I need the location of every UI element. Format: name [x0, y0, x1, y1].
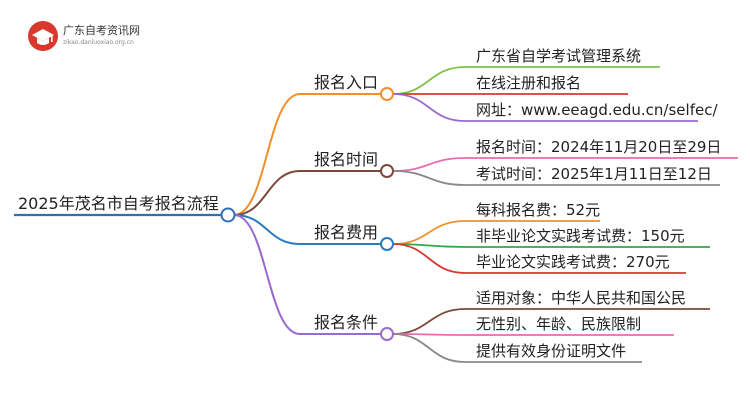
logo-subtitle: zikao.danluoxiao.org.cn: [63, 39, 134, 46]
leaf-connector: [392, 220, 466, 245]
leaf-connector: [392, 93, 466, 122]
leaf-label: 提供有效身份证明文件: [476, 342, 626, 360]
leaf-label: 考试时间：2025年1月11日至12日: [476, 165, 712, 183]
leaf-label: 报名时间：2024年11月20日至29日: [476, 138, 721, 156]
graduation-cap-icon: [28, 21, 58, 51]
leaf-connector: [392, 333, 466, 363]
branch-node: [380, 87, 394, 101]
leaf-connector: [392, 66, 466, 95]
leaf-connector: [392, 170, 466, 186]
leaf-label: 非毕业论文实践考试费：150元: [476, 227, 685, 245]
leaf-label: 适用对象：中华人民共和国公民: [476, 289, 686, 307]
logo-title: 广东自考资讯网: [63, 24, 140, 37]
leaf-connector: [392, 308, 466, 335]
branch-node: [380, 327, 394, 341]
branch-label: 报名条件: [314, 313, 378, 332]
branch-connector: [233, 93, 301, 216]
leaf-label: 网址：www.eeagd.edu.cn/selfec/: [476, 101, 718, 119]
branch-label: 报名时间: [314, 150, 378, 169]
branch-connector: [233, 214, 301, 335]
leaf-label: 毕业论文实践考试费：270元: [476, 253, 670, 271]
branch-label: 报名入口: [314, 73, 378, 92]
leaf-label: 每科报名费：52元: [476, 201, 600, 219]
branch-node: [380, 237, 394, 251]
root-label: 2025年茂名市自考报名流程: [18, 194, 219, 213]
leaf-label: 无性别、年龄、民族限制: [476, 315, 641, 333]
branch-connector: [233, 170, 301, 216]
branch-connector: [233, 214, 301, 245]
branch-node: [380, 164, 394, 178]
leaf-label: 在线注册和报名: [476, 74, 581, 92]
leaf-connector: [392, 157, 466, 172]
leaf-connector: [392, 243, 466, 274]
leaf-label: 广东省自学考试管理系统: [476, 47, 641, 65]
root-node: [220, 207, 236, 223]
branch-label: 报名费用: [314, 223, 378, 242]
site-logo[interactable]: 广东自考资讯网 zikao.danluoxiao.org.cn: [27, 16, 237, 56]
